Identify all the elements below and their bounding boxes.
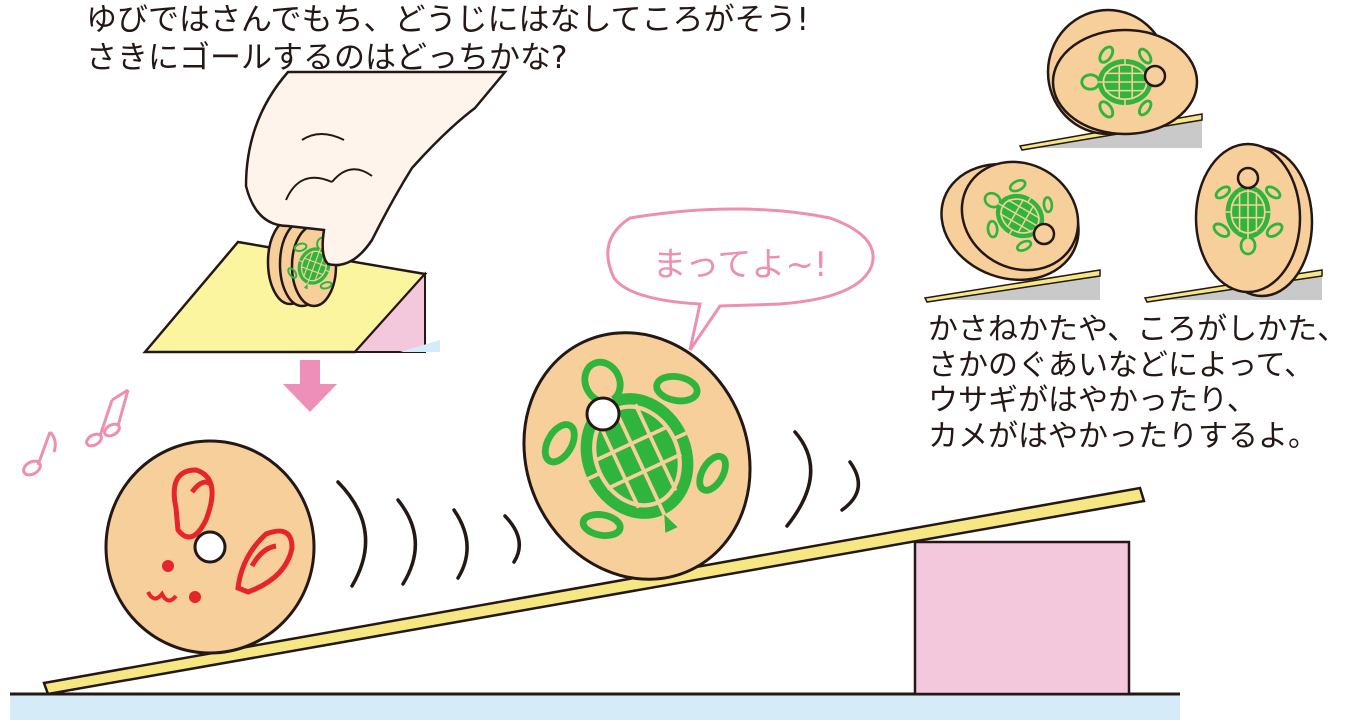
motion-lines-turtle <box>785 430 860 528</box>
instruction-line-1: ゆびではさんでもち、どうじにはなしてころがそう! <box>86 2 809 38</box>
bubble-text: まってよ~! <box>652 245 827 285</box>
explanation-line-4: カメがはやかったりするよ。 <box>928 419 1318 455</box>
explanation-line-3: ウサギがはやかったり、 <box>928 383 1257 419</box>
instruction-line-2: さきにゴールするのはどっちかな? <box>86 39 568 76</box>
ramp-board <box>42 486 1146 696</box>
hand-with-discs <box>142 70 508 354</box>
stacking-example-2 <box>923 160 1101 303</box>
pink-block <box>913 540 1131 696</box>
down-arrow-icon <box>283 360 337 412</box>
stacking-example-3 <box>1143 142 1323 303</box>
instruction-text: ゆびではさんでもち、どうじにはなしてころがそう! さきにゴールするのはどっちかな… <box>86 2 809 78</box>
turtle-disc <box>484 295 790 581</box>
stacking-example-1 <box>1018 8 1203 151</box>
explanation-line-2: さかのぐあいなどによって、 <box>928 347 1315 383</box>
motion-lines-rabbit <box>336 480 522 588</box>
rabbit-disc <box>104 439 316 655</box>
floor <box>10 694 1180 720</box>
explanation-line-1: かさねかたや、ころがしかた、 <box>928 312 1347 347</box>
music-notes-icon <box>22 388 130 477</box>
speech-bubble: まってよ~! <box>606 207 875 351</box>
explanation-text: かさねかたや、ころがしかた、 さかのぐあいなどによって、 ウサギがはやかったり、… <box>928 312 1347 455</box>
